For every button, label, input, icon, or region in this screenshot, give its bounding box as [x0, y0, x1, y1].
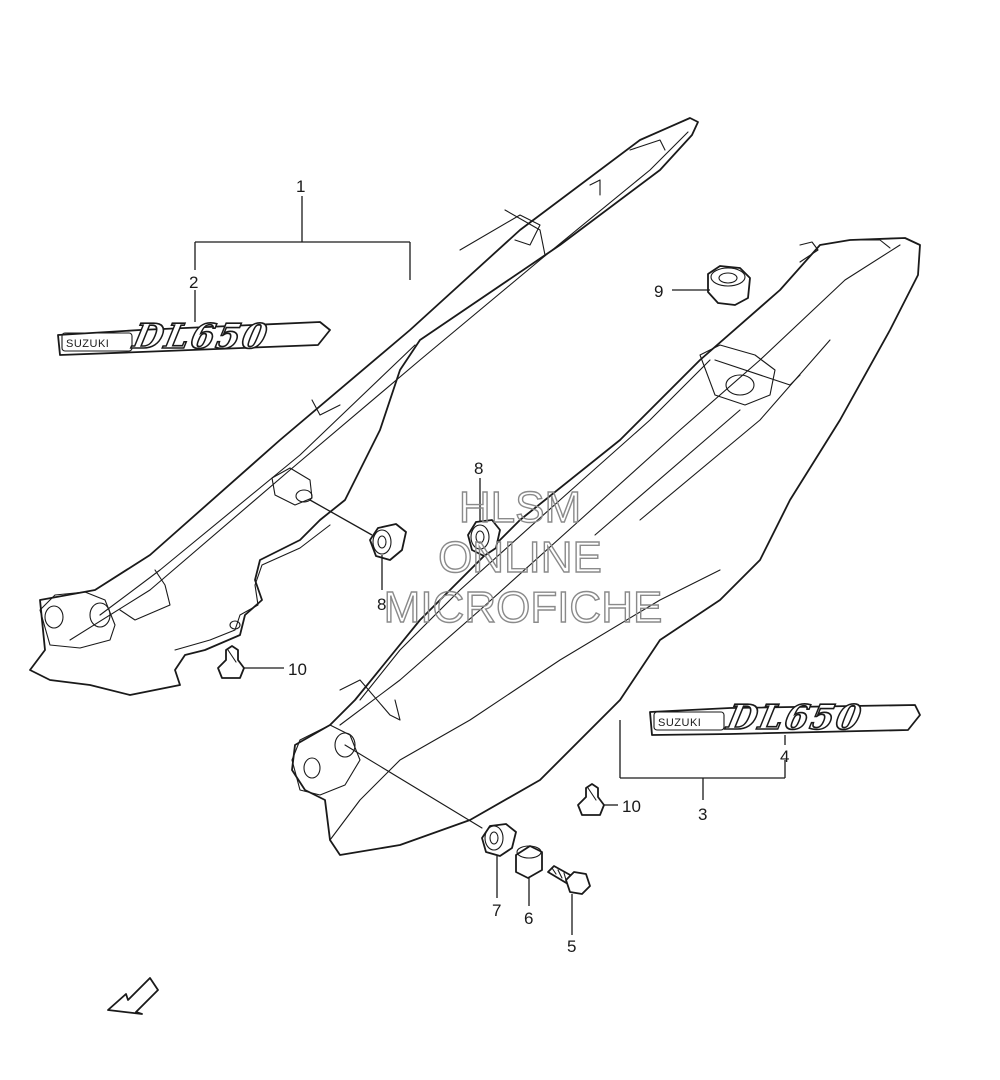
grommet-part-9[interactable] [707, 265, 751, 306]
bolt-part-5[interactable] [547, 865, 591, 895]
grommet-part-8-center[interactable] [467, 519, 501, 557]
watermark-line1: HLSM [459, 483, 581, 532]
callout-8-center: 8 [474, 459, 483, 478]
clip-part-10-left[interactable] [217, 645, 245, 679]
callout-6: 6 [524, 909, 533, 928]
forward-arrow-icon: FWD [107, 977, 159, 1015]
grommet-part-8-left[interactable] [369, 523, 407, 561]
emblem-right-brand: SUZUKI [658, 717, 701, 729]
emblem-left[interactable]: SUZUKI DL650 [57, 317, 331, 358]
callout-10-right: 10 [622, 797, 641, 816]
emblem-right-model: DL650 [723, 698, 867, 738]
callout-5: 5 [567, 937, 576, 956]
callout-7: 7 [492, 901, 501, 920]
collar-part-6[interactable] [515, 845, 543, 879]
emblem-left-model: DL650 [129, 317, 273, 357]
grommet-part-7[interactable] [481, 823, 517, 857]
clip-part-10-right[interactable] [577, 783, 605, 816]
left-frame-cover[interactable] [29, 117, 699, 696]
right-frame-cover[interactable] [291, 237, 921, 856]
callout-4: 4 [780, 747, 789, 766]
callout-2: 2 [189, 273, 198, 292]
callout-9: 9 [654, 282, 663, 301]
watermark-line3: MICROFICHE [384, 583, 663, 632]
watermark: HLSM ONLINE MICROFICHE [383, 482, 663, 632]
watermark-line2: ONLINE [438, 533, 602, 582]
callout-8-left: 8 [377, 595, 386, 614]
emblem-right[interactable]: SUZUKI DL650 [649, 698, 921, 739]
callout-10-left: 10 [288, 660, 307, 679]
callout-1: 1 [296, 177, 305, 196]
leader-lines [194, 196, 786, 935]
emblem-left-brand: SUZUKI [66, 338, 109, 350]
callout-labels: 1 2 9 8 8 10 10 4 3 7 6 5 [189, 177, 789, 956]
callout-3: 3 [698, 805, 707, 824]
